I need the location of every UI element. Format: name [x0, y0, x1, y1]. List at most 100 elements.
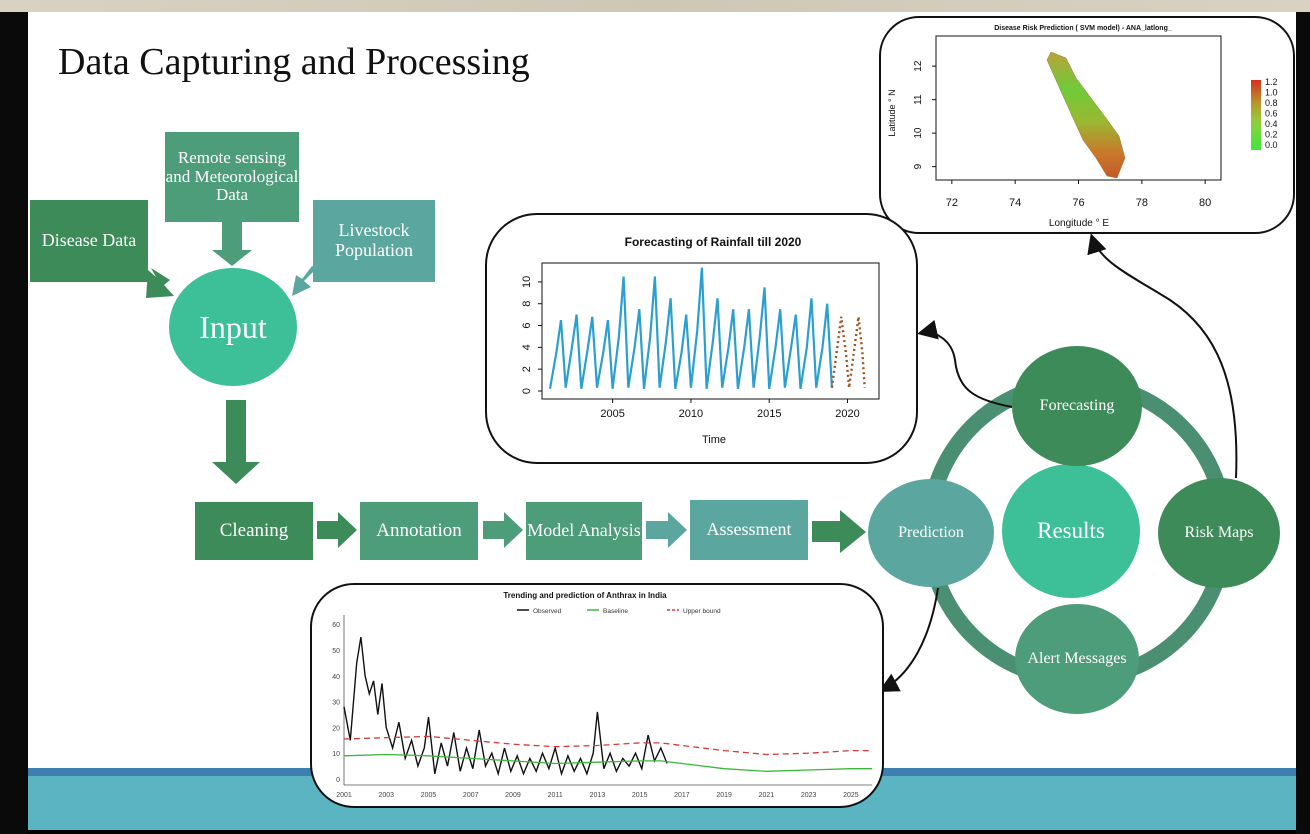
anthrax-ytick-label: 10: [332, 751, 340, 758]
anthrax-xtick-label: 2023: [801, 792, 817, 799]
arrow-remote-to-input: [212, 222, 252, 266]
arrow-cleaning-to-annotation: [317, 512, 357, 548]
map-xtick-label: 74: [1009, 197, 1021, 209]
map-xtick-label: 76: [1072, 197, 1084, 209]
right-frame: [1296, 12, 1310, 834]
arrow-forecasting-to-rainfall: [917, 319, 1013, 408]
model-analysis-label: Model Analysis: [527, 520, 641, 541]
anthrax-xtick-label: 2003: [378, 792, 394, 799]
anthrax-xtick-label: 2009: [505, 792, 521, 799]
input-circle: Input: [169, 268, 297, 386]
model-analysis-box: Model Analysis: [526, 502, 642, 560]
disease-data-box: Disease Data: [30, 200, 148, 282]
rain-ytick-label: 8: [521, 301, 533, 307]
anthrax-upper-bound-line: [343, 735, 872, 756]
arrow-input-to-cleaning: [212, 400, 260, 484]
anthrax-ytick-label: 40: [332, 674, 340, 681]
arrow-prediction-to-anthrax: [878, 587, 939, 692]
arrow-annotation-to-model: [483, 512, 523, 548]
anthrax-xtick-label: 2025: [843, 792, 859, 799]
risk-maps-circle: Risk Maps: [1158, 478, 1280, 588]
rainfall-chart: Forecasting of Rainfall till 2020 024681…: [521, 235, 880, 446]
anthrax-observed-line: [343, 636, 668, 777]
map-legend-label: 0.8: [1265, 98, 1278, 108]
map-legend-label: 0.4: [1265, 119, 1278, 129]
map-ytick-label: 12: [913, 60, 924, 72]
anthrax-title: Trending and prediction of Anthrax in In…: [503, 591, 667, 600]
anthrax-xtick-label: 2021: [759, 792, 775, 799]
livestock-population-label: Livestock Population: [334, 220, 413, 260]
annotation-label: Annotation: [376, 519, 462, 541]
rain-xtick-label: 2005: [600, 408, 624, 420]
anthrax-xtick-label: 2019: [716, 792, 732, 799]
anthrax-xtick-label: 2013: [590, 792, 606, 799]
rain-forecast-line: [830, 316, 866, 388]
rain-plot-frame: [541, 262, 880, 400]
map-ytick-label: 10: [913, 127, 924, 139]
anthrax-ytick-label: 20: [332, 725, 340, 732]
rain-xlabel: Time: [702, 434, 726, 446]
assessment-label: Assessment: [706, 519, 792, 540]
anthrax-legend-label: Baseline: [603, 608, 628, 615]
anthrax-ytick-label: 60: [332, 622, 340, 629]
map-xtick-label: 72: [946, 197, 958, 209]
rain-ytick-label: 6: [521, 322, 533, 328]
anthrax-ytick-label: 30: [332, 700, 340, 707]
input-label: Input: [199, 308, 267, 345]
slide-title: Data Capturing and Processing: [58, 41, 530, 83]
anthrax-ytick-label: 0: [336, 777, 340, 784]
disease-data-label: Disease Data: [41, 230, 137, 251]
rain-ytick-label: 0: [521, 388, 533, 394]
anthrax-xtick-label: 2005: [421, 792, 437, 799]
anthrax-xtick-label: 2015: [632, 792, 648, 799]
rain-observed-line: [548, 267, 833, 389]
anthrax-panel: Trending and prediction of Anthrax in In…: [310, 583, 884, 808]
cleaning-box: Cleaning: [195, 502, 313, 560]
remote-sensing-box: Remote sensing and Meteorological Data: [165, 132, 299, 222]
rain-xtick-label: 2015: [757, 408, 781, 420]
rain-title: Forecasting of Rainfall till 2020: [625, 235, 802, 249]
forecasting-circle: Forecasting: [1012, 346, 1142, 466]
rain-ytick-label: 10: [521, 276, 533, 288]
cleaning-label: Cleaning: [219, 519, 289, 541]
anthrax-baseline-line: [343, 753, 872, 772]
rain-ytick-label: 4: [521, 344, 533, 350]
arrow-model-to-assessment: [646, 512, 687, 548]
rain-xtick-label: 2020: [835, 408, 859, 420]
arrow-livestock-to-input: [292, 266, 317, 296]
anthrax-legend-label: Observed: [533, 608, 562, 615]
prediction-circle: Prediction: [868, 479, 994, 587]
livestock-population-box: Livestock Population: [313, 200, 435, 282]
arrow-disease-to-input: [146, 268, 174, 298]
assessment-box: Assessment: [690, 500, 808, 560]
anthrax-chart: Trending and prediction of Anthrax in In…: [332, 591, 872, 799]
forecasting-label: Forecasting: [1039, 396, 1115, 414]
map-legend-label: 0.6: [1265, 109, 1278, 119]
map-ylabel: Latitude ° N: [887, 89, 897, 136]
anthrax-ytick-label: 50: [332, 648, 340, 655]
arrow-assessment-to-prediction: [812, 510, 866, 553]
prediction-label: Prediction: [898, 523, 964, 541]
risk-map-panel: Disease Risk Prediction ( SVM model) - A…: [879, 16, 1295, 234]
rain-xtick-label: 2010: [679, 408, 703, 420]
map-color-scale: [1251, 80, 1261, 150]
annotation-box: Annotation: [360, 502, 478, 560]
anthrax-xtick-label: 2011: [548, 792, 563, 799]
risk-map-plot: Disease Risk Prediction ( SVM model) - A…: [887, 25, 1278, 229]
map-legend-label: 0.2: [1265, 130, 1278, 140]
top-frame: [0, 0, 1310, 12]
anthrax-xtick-label: 2001: [336, 792, 352, 799]
map-legend-label: 1.0: [1265, 88, 1278, 98]
anthrax-xtick-label: 2007: [463, 792, 479, 799]
left-frame: [0, 12, 28, 834]
results-circle: Results: [1002, 464, 1140, 598]
map-xlabel: Longitude ° E: [1049, 218, 1109, 229]
map-legend-label: 0.0: [1265, 140, 1278, 150]
map-legend-label: 1.2: [1265, 77, 1278, 87]
remote-sensing-label: Remote sensing and Meteorological Data: [165, 147, 299, 205]
anthrax-xtick-label: 2017: [674, 792, 690, 799]
map-xtick-label: 80: [1199, 197, 1211, 209]
risk-maps-label: Risk Maps: [1184, 523, 1254, 541]
alert-messages-label: Alert Messages: [1027, 649, 1127, 667]
